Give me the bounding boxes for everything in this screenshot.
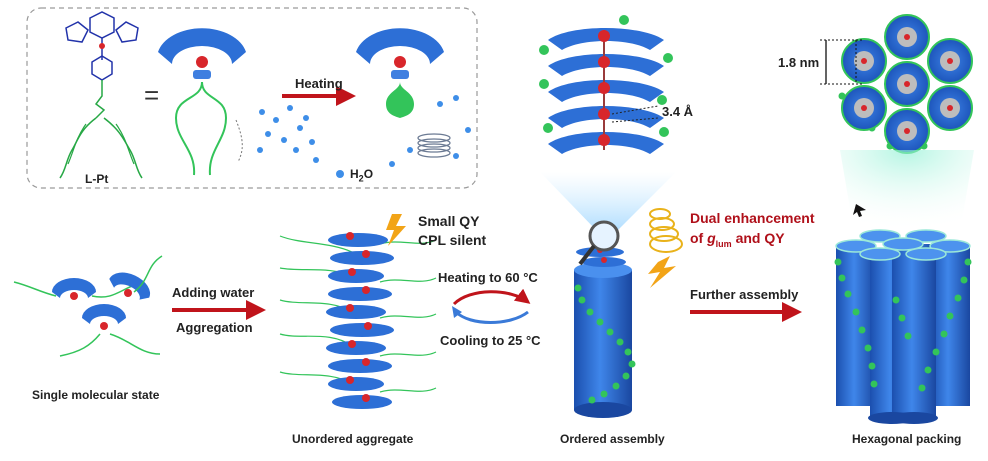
heating-cycle-arrow [452, 288, 531, 306]
cursor-icon [853, 204, 866, 217]
cooling-arrowhead [452, 306, 462, 318]
magnifier-icon [588, 220, 620, 252]
adding-water-label: Adding water [172, 285, 255, 300]
water-cluster [257, 105, 319, 163]
dual-enhancement-line1: Dual enhancement [690, 210, 815, 226]
single-molecules [13, 255, 163, 357]
cpl-silent-label: CPL silent [418, 232, 487, 248]
hexagonal-bundle [834, 229, 972, 424]
dual-enhancement-line2: of glum and QY [690, 230, 785, 249]
diameter-label: 1.8 nm [778, 55, 820, 70]
magnify-beam [540, 172, 676, 230]
emission-glow [840, 150, 974, 232]
unordered-aggregate [279, 232, 437, 409]
stage-ordered-label: Ordered assembly [560, 432, 665, 446]
cooling-cycle-arrow [454, 310, 529, 324]
molecule-label: L-Pt [85, 172, 109, 186]
water-legend-label: H2O [350, 167, 374, 184]
lightning-icon [386, 214, 406, 246]
cpl-light-icon [649, 208, 683, 253]
hexagonal-top-view [820, 14, 973, 154]
inset-box [26, 7, 478, 189]
stage-unordered-label: Unordered aggregate [292, 432, 414, 446]
ordered-cylinder [574, 220, 636, 418]
cooling-to-label: Cooling to 25 °C [440, 333, 541, 348]
spacing-label: 3.4 Å [662, 104, 694, 119]
heated-molecule [356, 28, 471, 167]
stage-single-label: Single molecular state [32, 388, 160, 402]
equals-sign: = [144, 80, 160, 110]
heating-to-label: Heating to 60 °C [438, 270, 538, 285]
schematic-molecule [158, 28, 246, 176]
helical-stack [539, 15, 673, 154]
stage-hexagonal-label: Hexagonal packing [852, 432, 962, 446]
aggregation-label: Aggregation [176, 320, 253, 335]
heating-label: Heating [295, 76, 343, 91]
water-legend-dot [336, 170, 344, 178]
molecule-structure [59, 11, 143, 179]
small-qy-label: Small QY [418, 213, 480, 229]
lightning-icon-2 [648, 256, 676, 288]
further-assembly-label: Further assembly [690, 287, 799, 302]
